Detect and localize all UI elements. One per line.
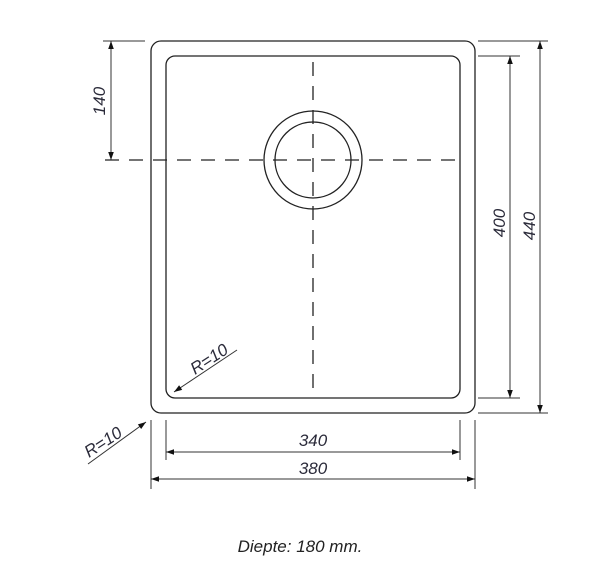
leader-outer-radius [87, 421, 147, 465]
dim-label-140: 140 [90, 86, 109, 115]
dim-label-400: 400 [490, 208, 509, 237]
leader-inner-radius [173, 349, 238, 393]
sink-inner-bowl [165, 55, 461, 399]
depth-caption: Diepte: 180 mm. [237, 537, 363, 556]
dim-label-440: 440 [520, 211, 539, 240]
dim-label-outer-radius: R=10 [81, 423, 126, 462]
sink-outer-outline [150, 40, 476, 414]
dim-label-340: 340 [299, 431, 328, 450]
dim-label-380: 380 [299, 459, 328, 478]
dim-label-inner-radius: R=10 [187, 340, 232, 379]
